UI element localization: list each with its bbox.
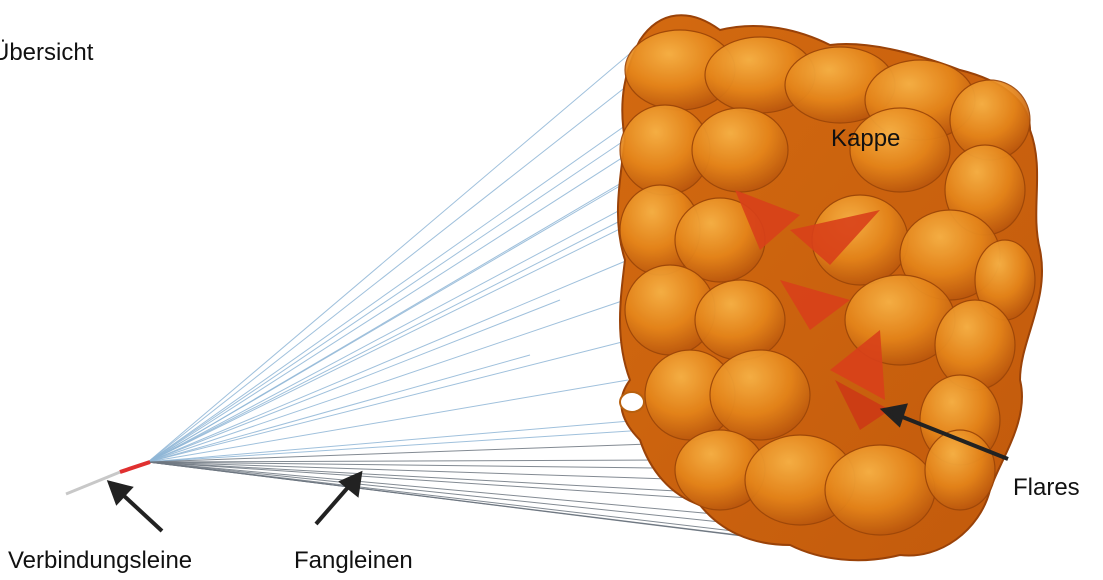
diagram-title: Übersicht <box>0 41 93 65</box>
canopy <box>618 15 1042 560</box>
suspension-line <box>148 60 660 462</box>
canopy-cell <box>695 280 785 360</box>
canopy-cell <box>692 108 788 192</box>
suspension-line <box>148 380 628 462</box>
suspension-line <box>148 220 622 462</box>
bridle <box>66 462 150 494</box>
label-flares: Flares <box>1013 476 1080 500</box>
suspension-line <box>148 300 625 462</box>
suspension-line <box>148 300 560 462</box>
canopy-cell <box>710 350 810 440</box>
canopy-cell <box>935 300 1015 390</box>
suspension-line <box>148 430 645 462</box>
canopy-cell <box>825 445 935 535</box>
vent-hole <box>620 392 644 412</box>
suspension-line <box>148 260 628 462</box>
suspension-line <box>148 80 690 462</box>
suspension-line <box>148 460 660 462</box>
arrow-bridle <box>110 483 162 531</box>
suspension-line <box>148 140 625 462</box>
label-lines: Fangleinen <box>294 549 413 573</box>
label-bridle: Verbindungsleine <box>8 549 192 573</box>
suspension-line <box>148 180 630 462</box>
label-canopy: Kappe <box>831 127 900 151</box>
